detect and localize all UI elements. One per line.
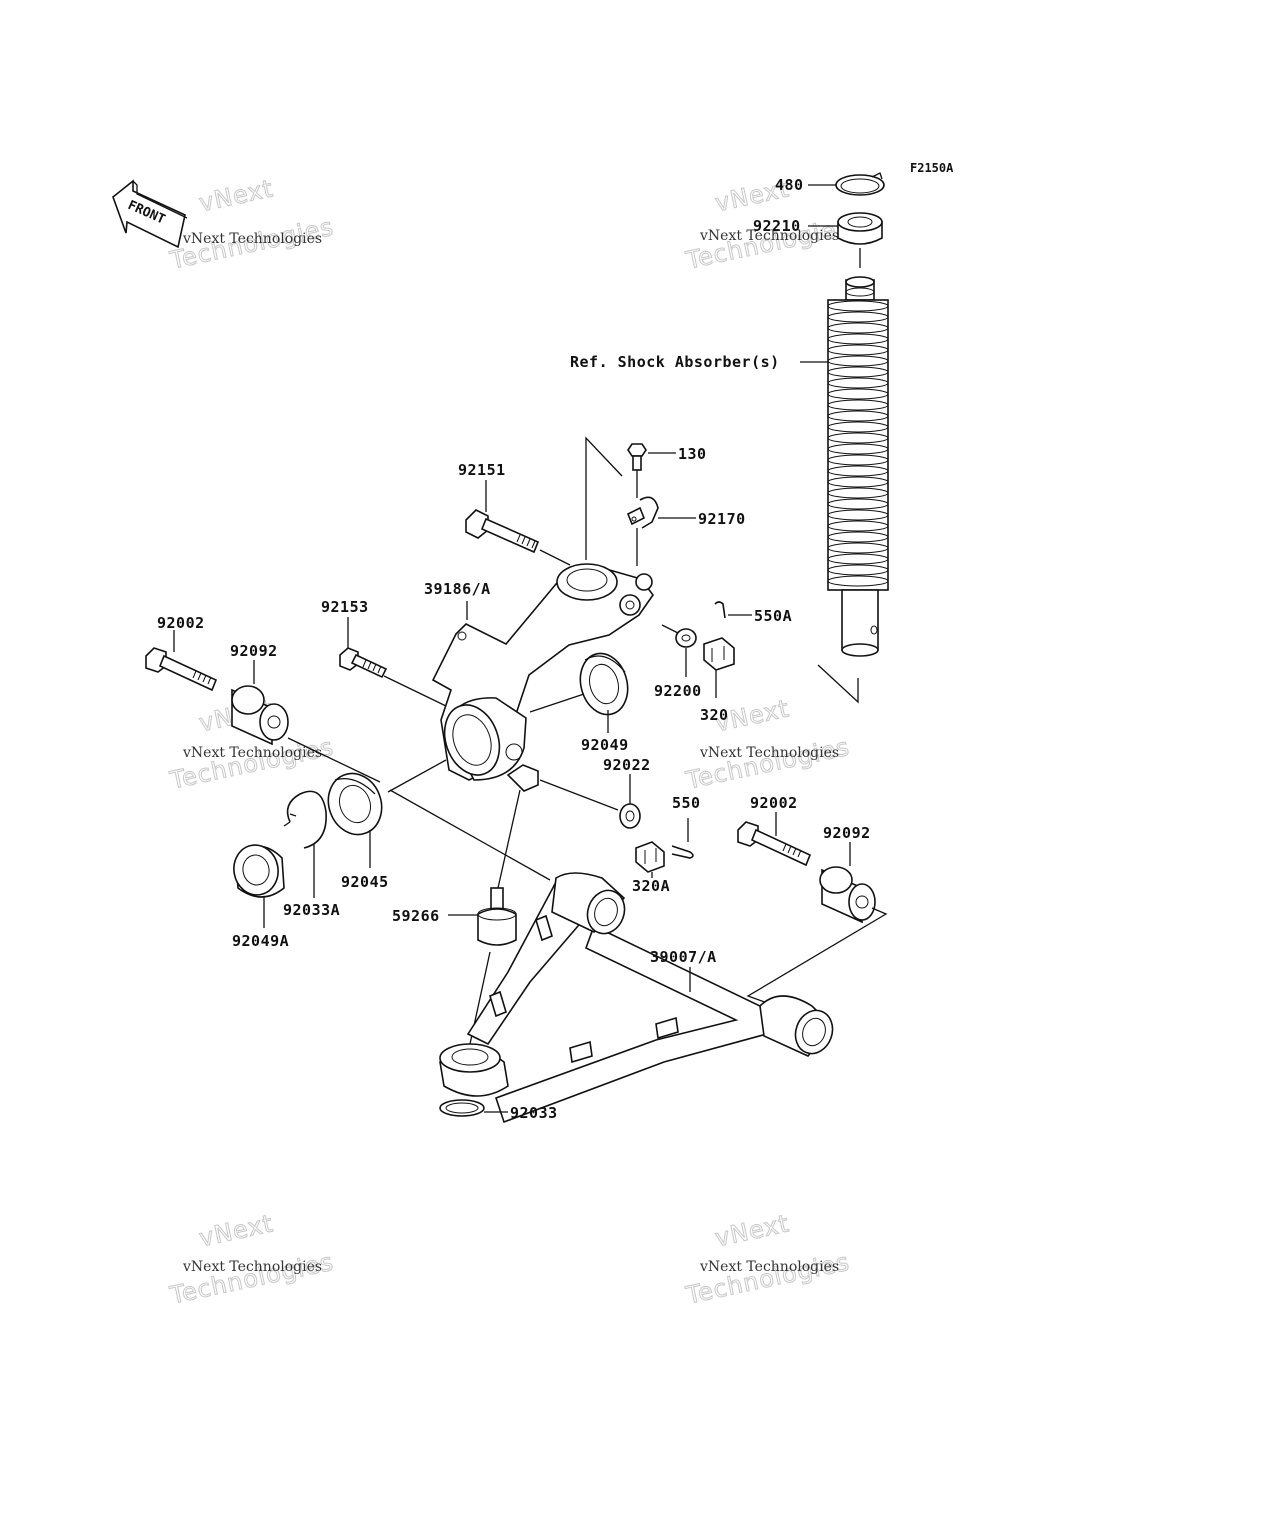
spring-coil [827, 377, 889, 389]
circlip-92033 [439, 1099, 485, 1117]
spring-coil [827, 399, 889, 411]
spring-coil [827, 322, 889, 334]
svg-text:vNext Technologies: vNext Technologies [699, 1259, 839, 1275]
spring-coil [827, 509, 889, 521]
bolt-92151 [465, 509, 540, 554]
svg-text:vNext Technologies: vNext Technologies [182, 231, 322, 247]
ref-shock-absorber-label: Ref. Shock Absorber(s) [570, 353, 780, 371]
spring-coil [827, 476, 889, 488]
spring-coil [827, 443, 889, 455]
svg-text:Technologies: Technologies [683, 733, 852, 795]
svg-text:Technologies: Technologies [167, 733, 336, 795]
circlip-480 [835, 172, 885, 196]
spring-coil [827, 300, 889, 312]
bolt-92002-right [737, 821, 812, 867]
figure-code: F2150A [910, 161, 954, 175]
spring-coil [827, 366, 889, 378]
spring-coil [827, 355, 889, 367]
bolt-92002-left [145, 647, 218, 692]
label-92002-left: 92002 [157, 614, 205, 632]
washer-92200 [675, 628, 697, 648]
washer-92022 [619, 803, 641, 829]
spring-coil [827, 432, 889, 444]
pin-550a [714, 601, 726, 619]
label-320a: 320A [632, 877, 670, 895]
svg-text:Technologies: Technologies [167, 1248, 336, 1310]
clamp-92170 [626, 496, 659, 529]
label-92153: 92153 [321, 598, 369, 616]
svg-text:vNext: vNext [197, 174, 276, 217]
spring-coil [827, 531, 889, 543]
castle-nut-320 [703, 637, 735, 671]
shock-absorber [817, 172, 889, 704]
spring-coil [827, 410, 889, 422]
label-92200: 92200 [654, 682, 702, 700]
spring-coil [827, 454, 889, 466]
bearing-92049 [579, 652, 629, 716]
spring-coil [827, 487, 889, 499]
ball-joint-59266 [477, 887, 517, 946]
label-92022: 92022 [603, 756, 651, 774]
svg-text:vNext: vNext [197, 1209, 276, 1252]
label-92170: 92170 [698, 510, 746, 528]
seal-92049a [233, 844, 285, 898]
bolt-130 [627, 443, 647, 471]
label-550: 550 [672, 794, 701, 812]
svg-text:vNext Technologies: vNext Technologies [182, 745, 322, 761]
label-480: 480 [775, 176, 804, 194]
bolt-92153 [339, 647, 388, 679]
label-92049: 92049 [581, 736, 629, 754]
bushing-92092-left [231, 685, 289, 746]
bearing-92045 [327, 772, 383, 836]
spring-coils [827, 300, 889, 587]
spring-coil [827, 311, 889, 323]
label-92045: 92045 [341, 873, 389, 891]
spring-coil [827, 575, 889, 587]
spring-coil [827, 388, 889, 400]
label-92151: 92151 [458, 461, 506, 479]
svg-text:vNext Technologies: vNext Technologies [699, 228, 839, 244]
svg-text:vNext Technologies: vNext Technologies [182, 1259, 322, 1275]
spring-coil [827, 542, 889, 554]
spring-coil [827, 344, 889, 356]
spring-coil [827, 421, 889, 433]
front-arrow-icon: FRONT [112, 179, 188, 249]
label-59266: 59266 [392, 907, 440, 925]
label-92210: 92210 [753, 217, 801, 235]
label-550a: 550A [754, 607, 792, 625]
svg-text:vNext Technologies: vNext Technologies [699, 745, 839, 761]
label-92002-right: 92002 [750, 794, 798, 812]
label-39007a: 39007/A [650, 948, 717, 966]
circlip-92033a [283, 790, 327, 849]
spring-coil [827, 520, 889, 532]
a-arm-39007a [439, 872, 834, 1124]
castle-nut-320a [635, 841, 665, 873]
spring-coil [827, 564, 889, 576]
spring-coil [827, 333, 889, 345]
label-130: 130 [678, 445, 707, 463]
knuckle-39186a [431, 563, 654, 792]
spring-coil [827, 553, 889, 565]
label-92092-left: 92092 [230, 642, 278, 660]
label-92033a: 92033A [283, 901, 340, 919]
spring-coil [827, 498, 889, 510]
label-320: 320 [700, 706, 729, 724]
label-92049a: 92049A [232, 932, 289, 950]
label-92092-right: 92092 [823, 824, 871, 842]
label-39186a: 39186/A [424, 580, 491, 598]
nut-92210 [837, 212, 883, 268]
pin-550 [671, 845, 694, 859]
label-92033: 92033 [510, 1104, 558, 1122]
svg-text:vNext: vNext [713, 1209, 792, 1252]
bushing-92092-right [819, 866, 876, 924]
svg-text:Technologies: Technologies [683, 1248, 852, 1310]
spring-coil [827, 465, 889, 477]
